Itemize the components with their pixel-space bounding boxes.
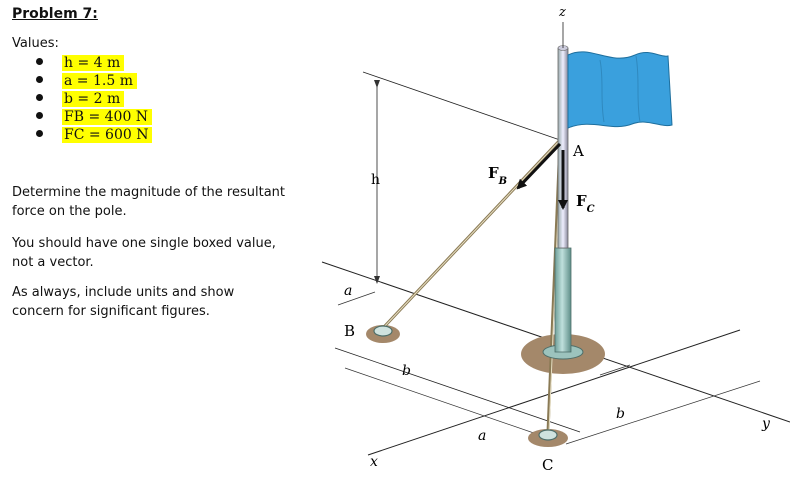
point-c-label: C bbox=[542, 456, 553, 474]
flag-fold bbox=[599, 59, 605, 123]
bullet-icon bbox=[36, 112, 43, 119]
bullet-icon bbox=[36, 130, 43, 137]
a-left-label: a bbox=[344, 283, 352, 299]
list-item: b = 2 m bbox=[28, 89, 152, 107]
pole-figure: h a b a b z A FB FC B C x y bbox=[321, 5, 790, 474]
question-line: force on the pole. bbox=[12, 204, 127, 219]
h-dimension-top bbox=[362, 71, 561, 141]
list-item: h = 4 m bbox=[28, 53, 152, 71]
x-axis bbox=[367, 329, 741, 456]
list-item: FB = 400 N bbox=[28, 107, 153, 125]
value-h: h = 4 m bbox=[62, 55, 125, 71]
instruction-line: You should have one single boxed value, bbox=[12, 236, 276, 251]
force-fb-arrow bbox=[516, 142, 562, 190]
list-item: FC = 600 N bbox=[28, 125, 153, 143]
b-right-label: b bbox=[616, 406, 625, 422]
force-fc-label: FC bbox=[576, 192, 595, 215]
anchor-b bbox=[373, 325, 393, 337]
z-label: z bbox=[558, 5, 566, 20]
instruction-line: As always, include units and show bbox=[12, 285, 235, 300]
h-label: h bbox=[371, 172, 380, 188]
value-b: b = 2 m bbox=[62, 91, 125, 107]
question-text: Determine the magnitude of the resultant… bbox=[12, 183, 312, 221]
list-item: a = 1.5 m bbox=[28, 71, 152, 89]
dimension-line bbox=[344, 367, 561, 443]
force-fb-label: FB bbox=[488, 164, 507, 187]
pole-mast bbox=[557, 47, 569, 249]
ground-line bbox=[334, 347, 581, 433]
anchor-c bbox=[538, 429, 558, 441]
bullet-icon bbox=[36, 58, 43, 65]
bullet-icon bbox=[36, 76, 43, 83]
a-bottom-label: a bbox=[478, 428, 486, 444]
b-left-label: b bbox=[402, 363, 411, 379]
instruction-line: not a vector. bbox=[12, 255, 94, 270]
dimension-line bbox=[599, 364, 631, 376]
value-fb: FB = 400 N bbox=[62, 109, 153, 125]
flag bbox=[567, 51, 673, 129]
instruction-text: You should have one single boxed value, … bbox=[12, 234, 312, 272]
value-a: a = 1.5 m bbox=[62, 73, 137, 89]
problem-title: Problem 7: bbox=[12, 6, 98, 22]
dimension-line bbox=[565, 380, 761, 445]
pole-lower bbox=[554, 247, 572, 353]
a-dimension bbox=[337, 291, 376, 306]
x-label: x bbox=[370, 454, 378, 470]
instruction-text: As always, include units and show concer… bbox=[12, 283, 312, 321]
question-line: Determine the magnitude of the resultant bbox=[12, 185, 285, 200]
instruction-line: concern for significant figures. bbox=[12, 304, 210, 319]
values-list: h = 4 m a = 1.5 m b = 2 m FB = 400 N FC … bbox=[28, 53, 153, 143]
point-b-label: B bbox=[344, 322, 355, 340]
flag-fold bbox=[635, 55, 641, 123]
value-fc: FC = 600 N bbox=[62, 127, 153, 143]
point-a-label: A bbox=[572, 142, 584, 160]
values-label: Values: bbox=[12, 36, 59, 51]
y-label: y bbox=[761, 416, 771, 432]
cable-b-highlight bbox=[383, 138, 562, 328]
bullet-icon bbox=[36, 94, 43, 101]
